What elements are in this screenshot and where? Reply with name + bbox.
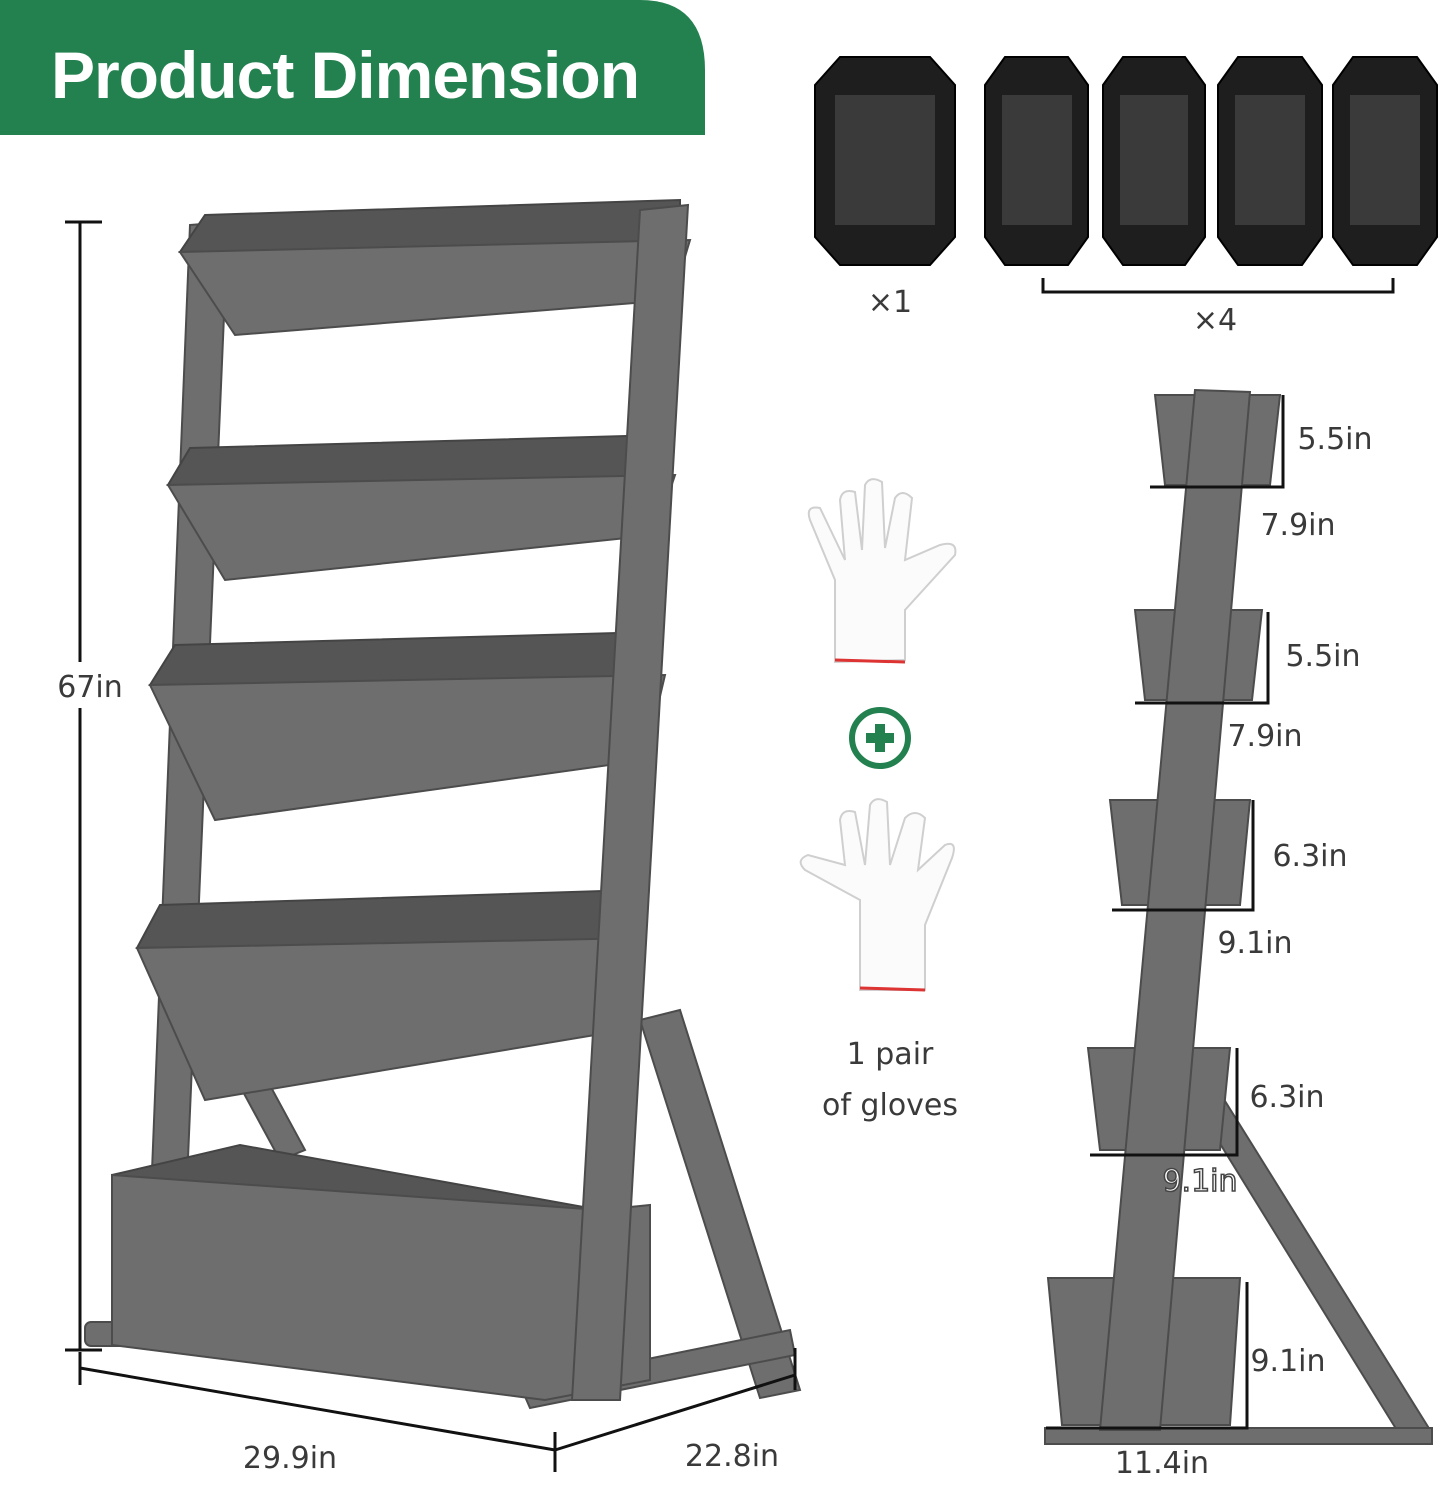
glove-icon xyxy=(807,478,957,664)
tier4-depth: 9.1in xyxy=(1162,1164,1237,1199)
width-label: 29.9in xyxy=(243,1441,337,1476)
grow-bag xyxy=(984,56,1089,266)
side-view-planter xyxy=(1044,388,1433,1445)
tier4-height: 6.3in xyxy=(1249,1080,1324,1115)
glove-icon xyxy=(799,798,955,992)
height-dimension xyxy=(65,220,102,1352)
tier1-height: 5.5in xyxy=(1297,422,1372,457)
side-dimensions xyxy=(1046,395,1285,1430)
single-bag-count: ×1 xyxy=(868,285,912,320)
header-banner xyxy=(0,0,705,135)
height-label: 67in xyxy=(57,670,123,705)
tier5-height: 9.1in xyxy=(1250,1344,1325,1379)
planter-box-5 xyxy=(111,1143,651,1402)
grow-bag-large xyxy=(814,56,956,266)
width-depth-dimension xyxy=(78,1348,797,1472)
gloves-caption-line1: 1 pair xyxy=(847,1037,934,1072)
front-leg xyxy=(570,203,690,1401)
grow-bag xyxy=(1217,56,1323,266)
tier3-height: 6.3in xyxy=(1272,839,1347,874)
tier3-depth: 9.1in xyxy=(1217,926,1292,961)
planter-box-3 xyxy=(148,630,667,822)
back-leg xyxy=(638,1008,802,1400)
grow-bag xyxy=(1102,56,1206,266)
depth-label: 22.8in xyxy=(685,1439,779,1474)
page-title: Product Dimension xyxy=(51,38,639,112)
planter-box-2 xyxy=(166,433,677,582)
bag-group-bracket xyxy=(1041,278,1395,294)
grow-bag xyxy=(1332,56,1438,266)
tier1-depth: 7.9in xyxy=(1260,508,1335,543)
bag-group-count: ×4 xyxy=(1193,303,1237,338)
front-planter xyxy=(84,198,802,1410)
plus-icon xyxy=(849,707,911,769)
planter-box-4 xyxy=(135,888,647,1102)
gloves-caption-line2: of gloves xyxy=(822,1088,958,1123)
tier2-height: 5.5in xyxy=(1285,639,1360,674)
tier2-depth: 7.9in xyxy=(1227,719,1302,754)
tier5-depth: 11.4in xyxy=(1115,1446,1209,1481)
planter-box-1 xyxy=(178,198,692,337)
grow-bags xyxy=(814,56,1438,266)
